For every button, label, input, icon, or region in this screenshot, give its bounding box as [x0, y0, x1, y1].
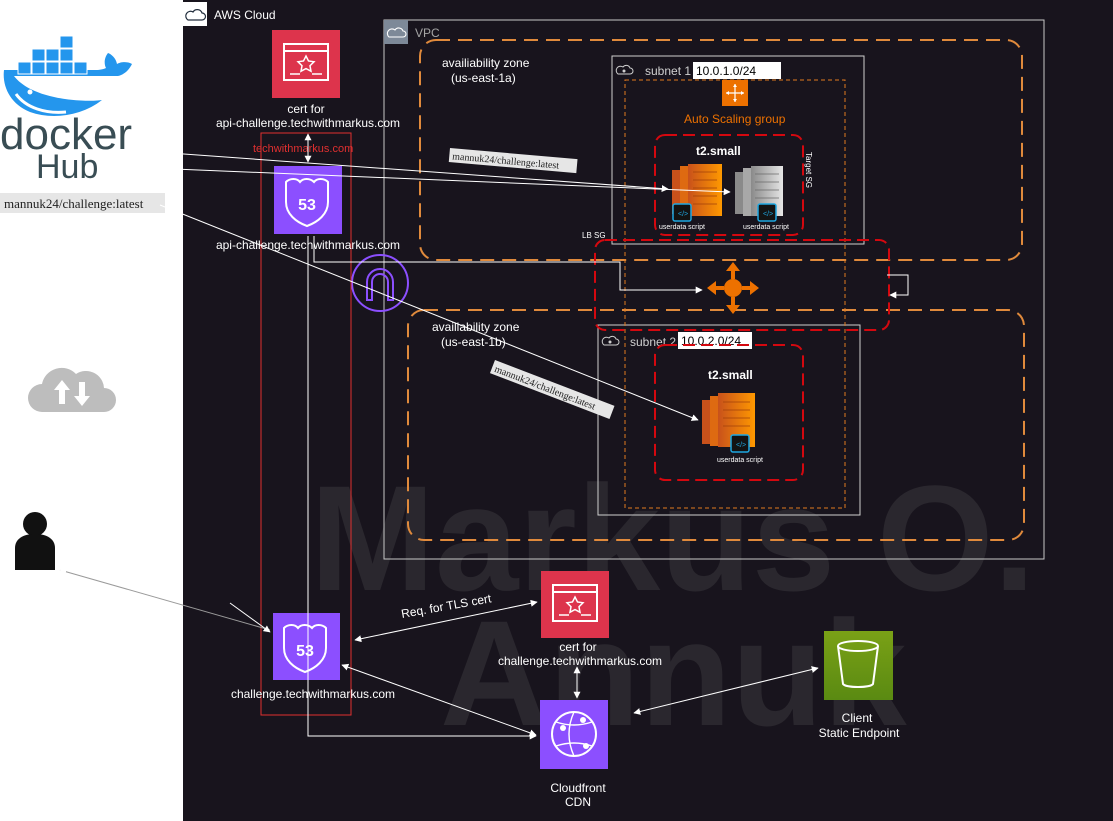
connector-user-route53 [59, 568, 271, 631]
route53-icon: 53 [274, 166, 342, 234]
vpc-label: VPC [415, 26, 440, 40]
vpc-group: VPC [383, 19, 1045, 560]
userdata-script-icon [672, 203, 692, 222]
asg-label: Auto Scaling group [684, 112, 786, 126]
route53-icon: 53 [273, 613, 340, 680]
lb-sg-border [594, 239, 890, 331]
userdata-label-2: userdata script [743, 224, 789, 231]
route53-api-glyph: 53 [298, 197, 316, 214]
connector-cloudfront-s3 [633, 666, 819, 715]
aws-cloud-label: AWS Cloud [214, 8, 276, 22]
auto-scaling-group: Auto Scaling group [624, 79, 846, 509]
s3-line1: Client [842, 711, 873, 725]
instance-type-1: t2.small [696, 144, 741, 158]
subnet2-border [597, 324, 861, 516]
subnet1-border [611, 55, 865, 245]
connector-docker-to-ec2-3 [159, 204, 699, 421]
route53-main-glyph: 53 [296, 643, 314, 660]
userdata-script-icon [730, 434, 750, 453]
subnet1-group: subnet 1 10.0.1.0/24 [611, 55, 865, 245]
az1-label-line2: (us-east-1a) [451, 71, 516, 85]
cert-api-line1: cert for [287, 102, 324, 116]
connector-docker-to-ec2-1 [141, 150, 669, 193]
userdata-script-icon [757, 203, 777, 222]
aws-cloud-icon [185, 9, 207, 21]
az2-label-line2: (us-east-1b) [441, 335, 506, 349]
load-balancer-icon [707, 262, 759, 314]
cloudfront-line1: Cloudfront [550, 781, 606, 795]
cloud-transfer-icon [28, 367, 116, 412]
internet-gateway-icon [351, 254, 409, 312]
s3-line2: Static Endpoint [819, 726, 900, 740]
watermark-line1: Markus O. [310, 454, 1035, 622]
connectors [59, 133, 909, 740]
cert-main-line1: cert for [559, 640, 596, 654]
az1-border [419, 39, 1023, 261]
hosted-zone-label: techwithmarkus.com [253, 143, 353, 155]
lb-sg-label: LB SG [582, 231, 606, 240]
subnet2-cidr-bg [678, 332, 752, 349]
target-sg-border-2 [654, 344, 804, 481]
svg-text:</>: </> [736, 442, 746, 449]
connector-lb-loop [887, 274, 909, 299]
connector-user-route53-end [229, 602, 271, 633]
s3-bucket-icon [824, 631, 893, 700]
cert-api-line2: api-challenge.techwithmarkus.com [216, 116, 400, 130]
vpc-icon [386, 27, 407, 38]
subnet1-label: subnet 1 [645, 64, 691, 78]
aws-cloud-badge [183, 2, 207, 26]
certificate-icon [272, 30, 340, 98]
svg-text:</>: </> [763, 211, 773, 218]
docker-hub-word: Hub [36, 148, 98, 186]
az2-border [407, 309, 1025, 541]
subnet-icon [615, 64, 634, 75]
target-sg-label: Target SG [804, 152, 813, 188]
asg-border [624, 79, 846, 509]
cloudfront-line2: CDN [565, 795, 591, 809]
hosted-zone-border [260, 132, 352, 716]
az1-label-line1: availiability zone [442, 56, 530, 70]
route53-main-label: challenge.techwithmarkus.com [231, 687, 395, 701]
instance-type-2: t2.small [708, 368, 753, 382]
certificate-icon [541, 571, 609, 638]
subnet1-cidr: 10.0.1.0/24 [696, 64, 756, 78]
vpc-border [383, 19, 1045, 560]
subnet1-cidr-bg [693, 62, 781, 79]
ec2-icon [672, 164, 722, 216]
user-icon [15, 512, 55, 570]
subnet2-label: subnet 2 [630, 335, 676, 349]
connector-route53-cloudfront [341, 663, 537, 737]
cloudfront-icon [540, 700, 608, 769]
cert-main-line2: challenge.techwithmarkus.com [498, 654, 662, 668]
docker-image-label-bg [0, 193, 165, 213]
connector-docker-to-ec2-2 [149, 167, 731, 196]
subnet-icon [601, 335, 620, 346]
userdata-label-3: userdata script [717, 457, 763, 464]
docker-image-label: mannuk24/challenge:latest [4, 196, 144, 211]
userdata-label-1: userdata script [659, 224, 705, 231]
az2-label-line1: availiability zone [432, 320, 520, 334]
connector-route53-to-lb [313, 236, 703, 294]
docker-whale-icon [3, 35, 133, 116]
target-sg-border-1 [654, 134, 804, 236]
connector-tls-request [354, 599, 538, 643]
docker-word: docker [0, 110, 132, 159]
svg-text:</>: </> [678, 211, 688, 218]
